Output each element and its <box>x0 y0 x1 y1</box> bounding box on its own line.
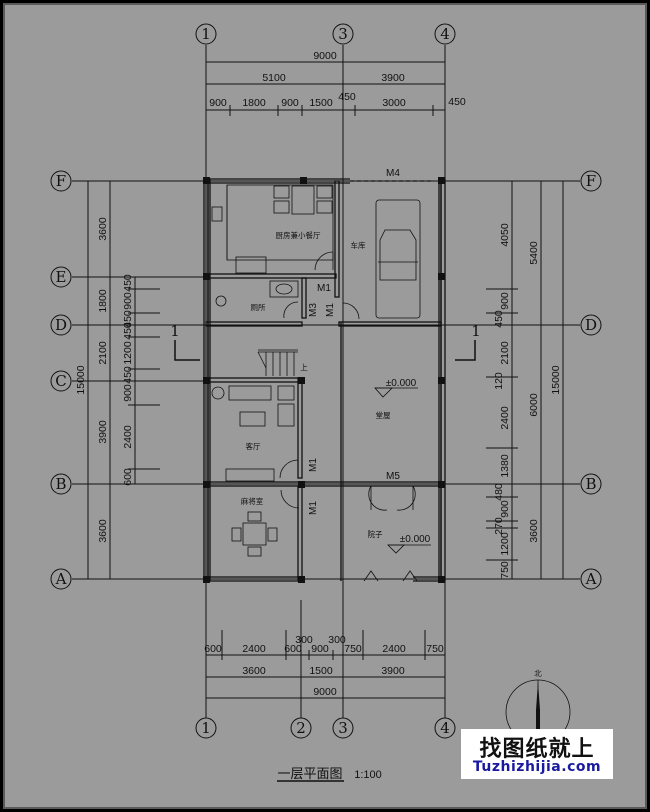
watermark-en: Tuzhizhijia.com <box>472 759 602 775</box>
drawing-frame: 1 3 4 1 2 3 4 F E D C B A F D B A 9000 5… <box>3 3 647 809</box>
watermark-cn: 找图纸就上 <box>479 737 595 762</box>
floor-plan-drawing <box>50 23 602 782</box>
watermark: 找图纸就上 Tuzhizhijia.com <box>461 729 613 779</box>
